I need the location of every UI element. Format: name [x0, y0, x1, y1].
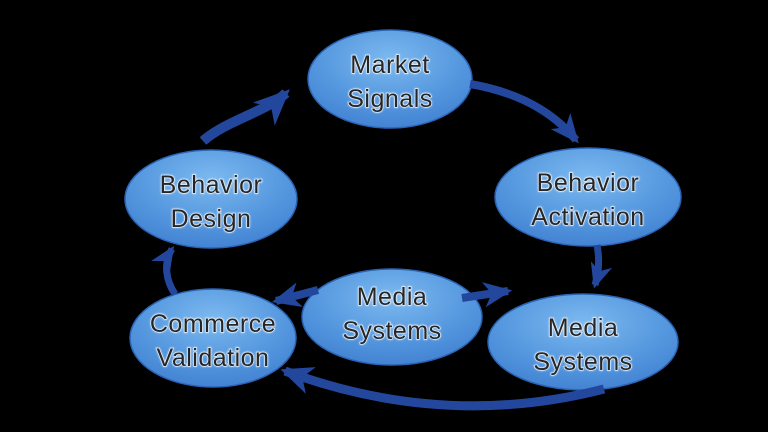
- node-media-systems-right: Media Systems: [487, 293, 679, 391]
- node-label-behavior-design-line1: Behavior: [160, 171, 263, 199]
- node-label-media-systems-center-line1: Media: [357, 283, 428, 311]
- node-ellipse-media-systems-center: [301, 268, 483, 366]
- node-ellipse-behavior-design: [124, 149, 298, 249]
- node-label-media-systems-right-line1: Media: [548, 314, 619, 342]
- arrow-media-systems-right-to-commerce-validation: [280, 366, 606, 411]
- node-label-media-systems-right-line2: Systems: [533, 348, 632, 376]
- node-label-market-signals-line1: Market: [350, 51, 429, 79]
- node-label-behavior-activation-line1: Behavior: [537, 169, 640, 197]
- arrow-media-systems-center-to-commerce-validation: [271, 282, 320, 308]
- node-ellipse-market-signals: [307, 29, 473, 129]
- arrow-behavior-design-to-market-signals: [199, 89, 290, 145]
- node-media-systems-center: Media Systems: [301, 268, 483, 366]
- node-ellipse-commerce-validation: [129, 288, 297, 388]
- arrow-market-signals-to-behavior-activation: [469, 80, 580, 144]
- node-behavior-activation: Behavior Activation: [494, 147, 682, 247]
- node-label-media-systems-center-line2: Systems: [342, 317, 441, 345]
- arrow-commerce-validation-to-behavior-design: [151, 245, 178, 296]
- node-label-behavior-design-line2: Design: [171, 205, 252, 233]
- node-market-signals: Market Signals: [307, 29, 473, 129]
- arrow-behavior-activation-to-media-systems-right: [590, 244, 613, 289]
- arrow-media-systems-center-to-media-systems-right: [461, 282, 513, 308]
- node-label-commerce-validation-line2: Validation: [157, 344, 270, 372]
- node-behavior-design: Behavior Design: [124, 149, 298, 249]
- node-label-market-signals-line2: Signals: [347, 85, 433, 113]
- node-ellipse-behavior-activation: [494, 147, 682, 247]
- node-label-behavior-activation-line2: Activation: [531, 203, 644, 231]
- node-commerce-validation: Commerce Validation: [129, 288, 297, 388]
- node-label-commerce-validation-line1: Commerce: [150, 310, 276, 338]
